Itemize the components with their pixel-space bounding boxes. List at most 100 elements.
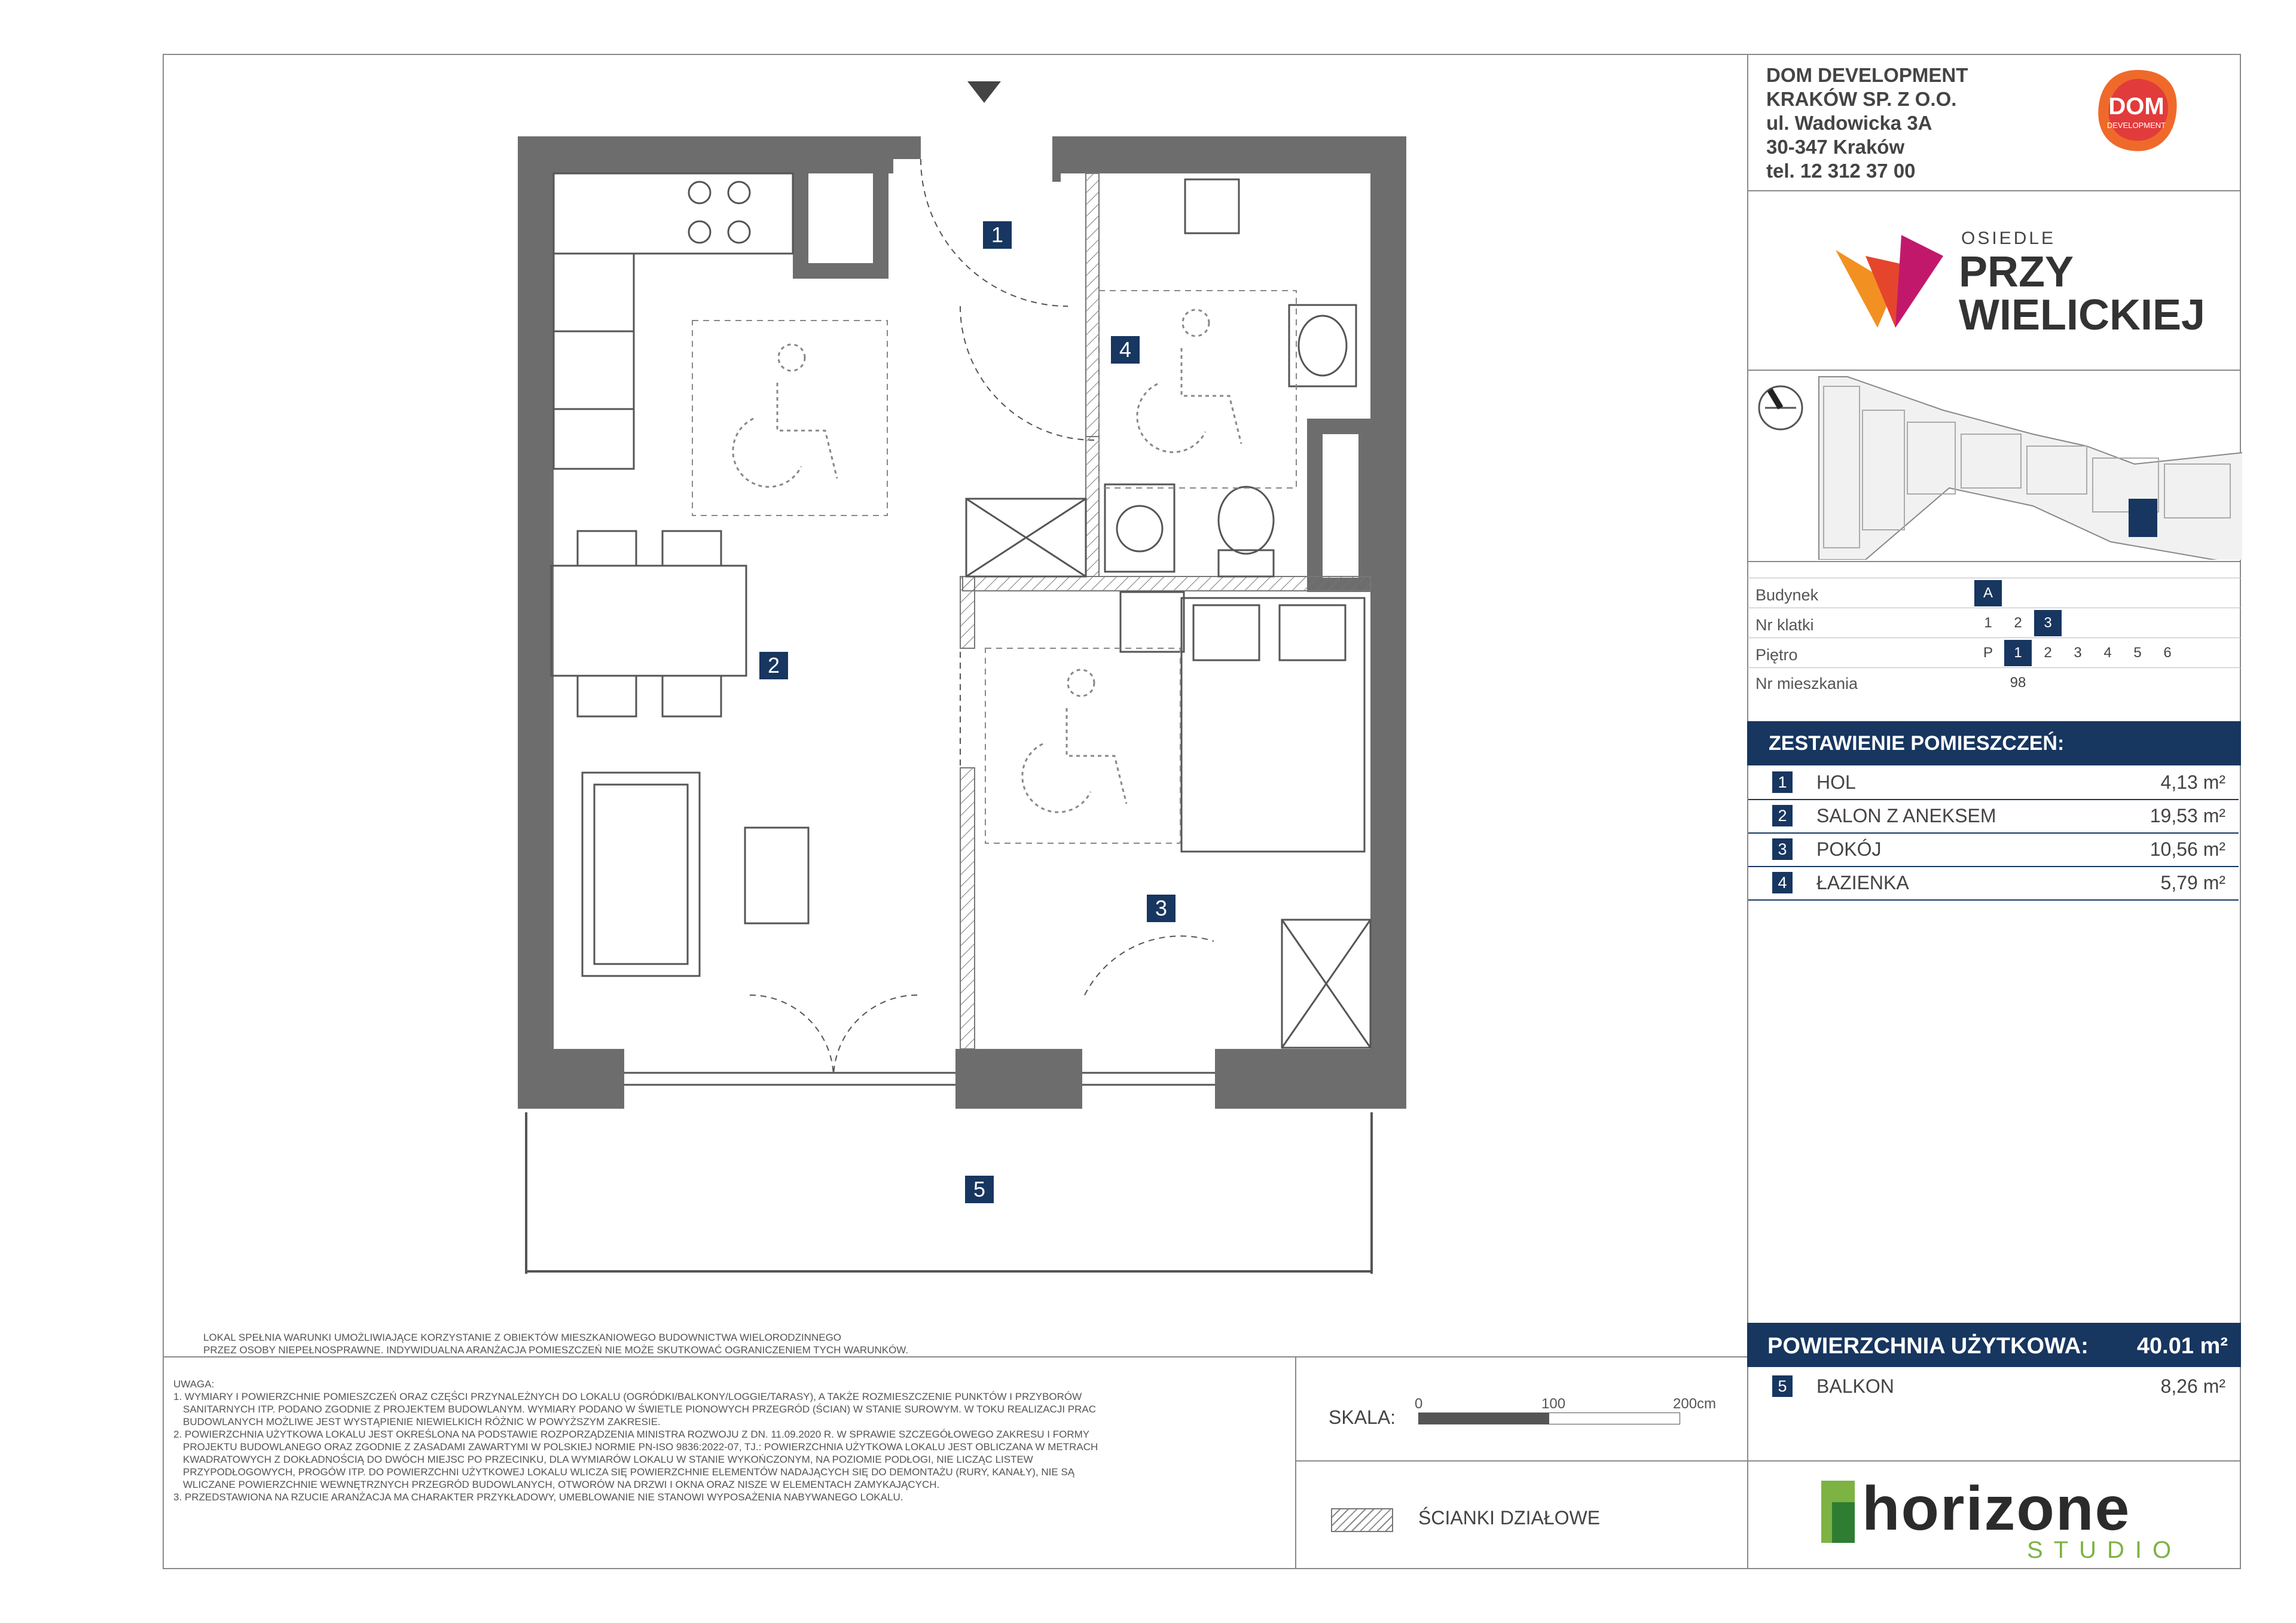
room-area: 8,26 m² (2160, 1375, 2225, 1397)
remarks: UWAGA: 1. WYMIARY I POWIERZCHNIE POMIESZ… (173, 1378, 1098, 1503)
project-logo-line2: WIELICKIEJ (1959, 291, 2206, 339)
remarks-line: PROJEKTU BUDOWLANEGO ORAZ ZGODNIE Z ZASA… (183, 1441, 1098, 1453)
room-name: ŁAZIENKA (1816, 872, 1909, 893)
stair-1: 1 (1984, 615, 1992, 631)
remarks-line: UWAGA: (173, 1378, 215, 1390)
plan-label-salon: 2 (759, 652, 788, 679)
room-name: POKÓJ (1816, 838, 1882, 860)
plan-label-balkon: 5 (965, 1176, 994, 1203)
studio-logo: horizone STUDIO (1821, 1474, 2192, 1567)
dom-development-logo: DOM DEVELOPMENT (2093, 67, 2182, 157)
room-row: 2 SALON Z ANEKSEM 19,53 m² (1748, 799, 2239, 834)
divider (1747, 561, 2241, 562)
room-number: 5 (1772, 1375, 1793, 1397)
rooms-header-text: ZESTAWIENIE POMIESZCZEŃ: (1769, 732, 2065, 755)
divider (1747, 1460, 2241, 1462)
project-logo: OSIEDLE PRZY WIELICKIEJ (1830, 226, 2205, 346)
room-name: BALKON (1816, 1375, 1894, 1397)
remarks-line: SANITARNYCH ITP. PODANO ZGODNIE Z PROJEK… (183, 1404, 1096, 1415)
divider (1747, 637, 2241, 638)
plan-label-lazienka: 4 (1111, 336, 1140, 364)
plan-label-pokoj: 3 (1147, 895, 1176, 922)
floor-3: 3 (2074, 645, 2082, 661)
flat-number: 98 (2010, 675, 2026, 691)
project-logo-top: OSIEDLE (1961, 228, 2056, 248)
room-area: 19,53 m² (2150, 805, 2225, 826)
accessibility-note-line: PRZEZ OSOBY NIEPEŁNOSPRAWNE. INDYWIDUALN… (203, 1344, 909, 1356)
scale-bar (1418, 1413, 1680, 1424)
element (1418, 1413, 1549, 1424)
studio-logo-mark (1821, 1481, 1855, 1543)
divider (1747, 370, 2241, 371)
floor-2: 2 (2044, 645, 2052, 661)
remarks-line: WLICZANE POWIERZCHNIE WEWNĘTRZNYCH PRZEG… (183, 1479, 940, 1490)
room-number: 1 (1772, 771, 1793, 793)
accessibility-note: LOKAL SPEŁNIA WARUNKI UMOŻLIWIAJĄCE KORZ… (203, 1331, 908, 1356)
scale-label: SKALA: (1329, 1407, 1396, 1428)
usable-area-label: POWIERZCHNIA UŻYTKOWA: (1767, 1334, 2089, 1359)
floor-plan-drawing (518, 81, 1667, 1274)
stair-3: 3 (2034, 610, 2062, 636)
room-area: 5,79 m² (2160, 872, 2225, 893)
stair-label: Nr klatki (1755, 616, 1814, 634)
company-phone: tel. 12 312 37 00 (1766, 160, 1916, 182)
scale-tick-0: 0 (1415, 1396, 1423, 1412)
site-key-plan (1752, 374, 2249, 567)
plan-label-hol: 1 (983, 221, 1012, 249)
building-label: Budynek (1755, 586, 1819, 604)
company-city: 30-347 Kraków (1766, 136, 1905, 158)
scale-tick-200: 200cm (1673, 1396, 1717, 1412)
floor-1: 1 (2004, 640, 2032, 666)
room-number: 4 (1772, 872, 1793, 893)
floor-plan: 1 2 3 4 5 (502, 78, 1667, 1310)
sidebar-divider (1747, 54, 1748, 1569)
divider (1295, 1356, 1296, 1569)
room-area: 10,56 m² (2150, 838, 2225, 860)
building-value: A (1974, 580, 2002, 606)
remarks-line: BUDOWLANYCH MOŻLIWE JEST WYSTĄPIENIE NIE… (183, 1416, 661, 1427)
project-logo-mark (1836, 235, 1943, 328)
remarks-line: 3. PRZEDSTAWIONA NA RZUCIE ARANŻACJA MA … (173, 1491, 903, 1503)
floor-4: 4 (2103, 645, 2112, 661)
usable-area-value: 40.01 m² (2136, 1334, 2228, 1359)
project-logo-line1: PRZY (1959, 248, 2074, 296)
legend-hatch-swatch (1331, 1508, 1393, 1532)
room-row: 1 HOL 4,13 m² (1748, 765, 2239, 800)
company-street: ul. Wadowicka 3A (1766, 112, 1932, 134)
company-address: DOM DEVELOPMENT KRAKÓW SP. Z O.O. ul. Wa… (1766, 63, 1968, 183)
company-name: DOM DEVELOPMENT (1766, 64, 1968, 86)
room-row: 3 POKÓJ 10,56 m² (1748, 832, 2239, 867)
divider (1747, 667, 2241, 668)
divider (1747, 190, 2241, 191)
floor-5: 5 (2133, 645, 2142, 661)
room-name: HOL (1816, 771, 1856, 793)
legend-label: ŚCIANKI DZIAŁOWE (1418, 1507, 1601, 1529)
studio-name: horizone (1862, 1474, 2131, 1543)
remarks-line: KWADRATOWYCH Z DOKŁADNOŚCIĄ DO DWÓCH MIE… (183, 1454, 1033, 1465)
flat-label: Nr mieszkania (1755, 675, 1858, 692)
room-area: 4,13 m² (2160, 771, 2225, 793)
room-number: 3 (1772, 838, 1793, 860)
remarks-line: PRZYPODŁOGOWYCH, PROGÓW ITP. DO POWIERZC… (183, 1466, 1075, 1478)
rooms-header: ZESTAWIENIE POMIESZCZEŃ: (1747, 721, 2241, 765)
divider (163, 1356, 1747, 1357)
balcony-row: 5 BALKON 8,26 m² (1748, 1369, 2239, 1403)
stair-2: 2 (2014, 615, 2022, 631)
dom-logo-text: DOM (2108, 93, 2164, 120)
room-name: SALON Z ANEKSEM (1816, 805, 1996, 826)
accessibility-note-line: LOKAL SPEŁNIA WARUNKI UMOŻLIWIAJĄCE KORZ… (203, 1332, 842, 1343)
dom-logo-subtext: DEVELOPMENT (2106, 121, 2166, 130)
room-row: 4 ŁAZIENKA 5,79 m² (1748, 866, 2239, 901)
floor-6: 6 (2163, 645, 2172, 661)
element (1549, 1413, 1680, 1424)
room-number: 2 (1772, 805, 1793, 826)
remarks-line: 2. POWIERZCHNIA UŻYTKOWA LOKALU JEST OKR… (173, 1429, 1090, 1440)
remarks-line: 1. WYMIARY I POWIERZCHNIE POMIESZCZEŃ OR… (173, 1391, 1082, 1402)
divider (1295, 1460, 1747, 1462)
scale-tick-100: 100 (1541, 1396, 1566, 1412)
floor-label: Piętro (1755, 646, 1798, 664)
studio-sub: STUDIO (2027, 1537, 2182, 1563)
company-entity: KRAKÓW SP. Z O.O. (1766, 88, 1957, 110)
floor-p: P (1983, 645, 1993, 661)
page-frame (163, 54, 2241, 1569)
